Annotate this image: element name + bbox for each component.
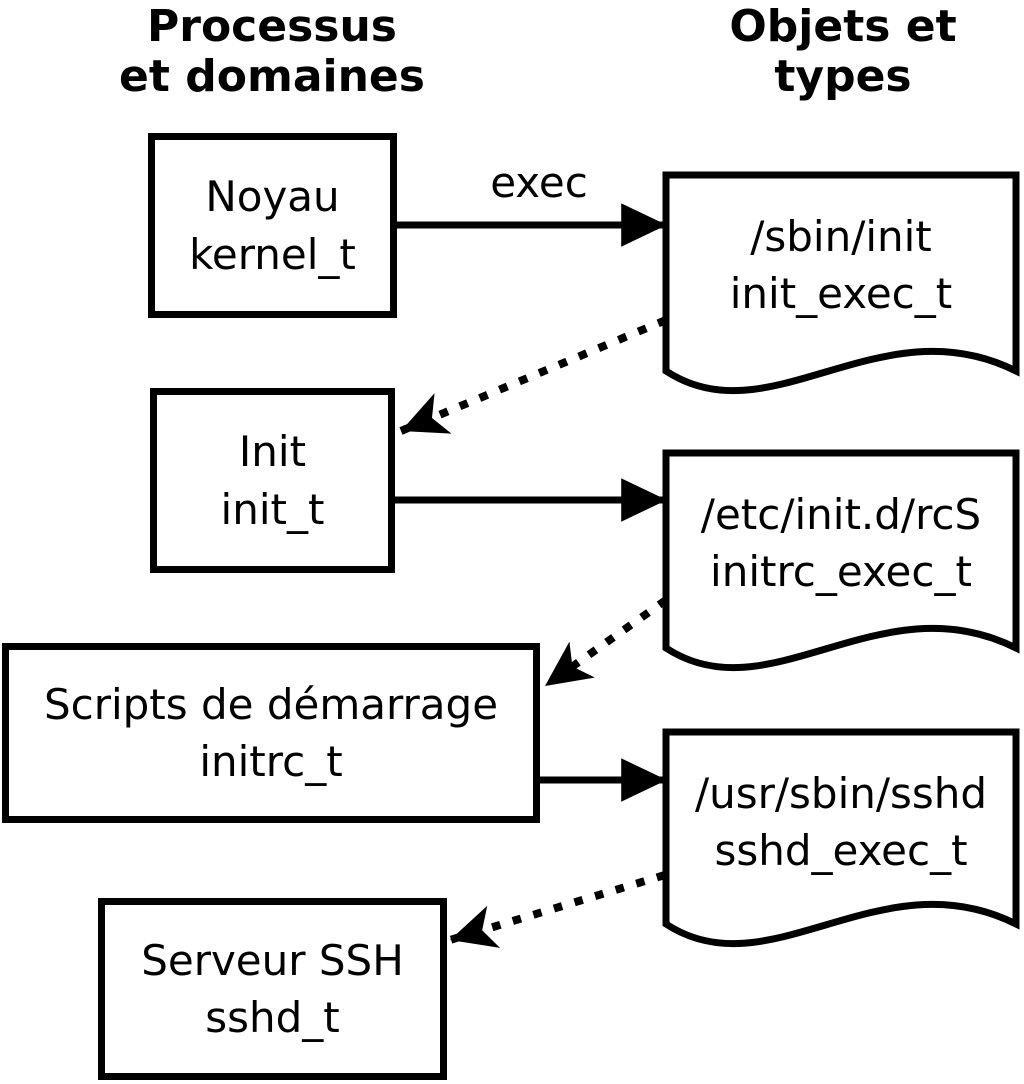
- process-box-sshd: Serveur SSH sshd_t: [98, 898, 447, 1080]
- file-object-sbin-init: /sbin/init init_exec_t: [666, 180, 1016, 350]
- process-domain: kernel_t: [189, 229, 356, 279]
- process-name: Scripts de démarrage: [43, 679, 499, 729]
- column-header-processes: Processus et domaines: [119, 1, 425, 103]
- file-type: init_exec_t: [729, 269, 953, 318]
- process-name: Serveur SSH: [141, 935, 404, 985]
- transition-arrow-initrc-exec-to-initrc: [542, 596, 669, 690]
- file-type: initrc_exec_t: [710, 547, 972, 596]
- process-domain: initrc_t: [199, 737, 343, 786]
- file-path: /sbin/init: [750, 211, 932, 261]
- process-box-init: Init init_t: [150, 388, 395, 573]
- file-type: sshd_exec_t: [714, 826, 968, 875]
- document-shape-etc-initd-rcs: [662, 449, 1020, 672]
- column-header-objects: Objets et types: [729, 1, 957, 103]
- exec-arrow-label: exec: [490, 158, 588, 207]
- process-box-initrc: Scripts de démarrage initrc_t: [2, 643, 540, 823]
- file-path: /etc/init.d/rcS: [700, 489, 982, 539]
- transition-arrow-init-exec-to-init: [399, 316, 668, 435]
- process-name: Noyau: [205, 172, 340, 222]
- file-path: /usr/sbin/sshd: [694, 768, 988, 818]
- process-name: Init: [238, 427, 307, 477]
- process-domain: init_t: [220, 484, 325, 534]
- file-object-usr-sbin-sshd: /usr/sbin/sshd sshd_exec_t: [666, 737, 1016, 907]
- file-object-etc-initd-rcs: /etc/init.d/rcS initrc_exec_t: [666, 458, 1016, 628]
- transition-arrow-sshd-exec-to-sshd: [448, 871, 667, 948]
- document-shape-usr-sbin-sshd: [662, 728, 1020, 948]
- process-box-kernel: Noyau kernel_t: [148, 133, 397, 318]
- document-shape-sbin-init: [662, 171, 1020, 395]
- process-domain: sshd_t: [205, 993, 340, 1042]
